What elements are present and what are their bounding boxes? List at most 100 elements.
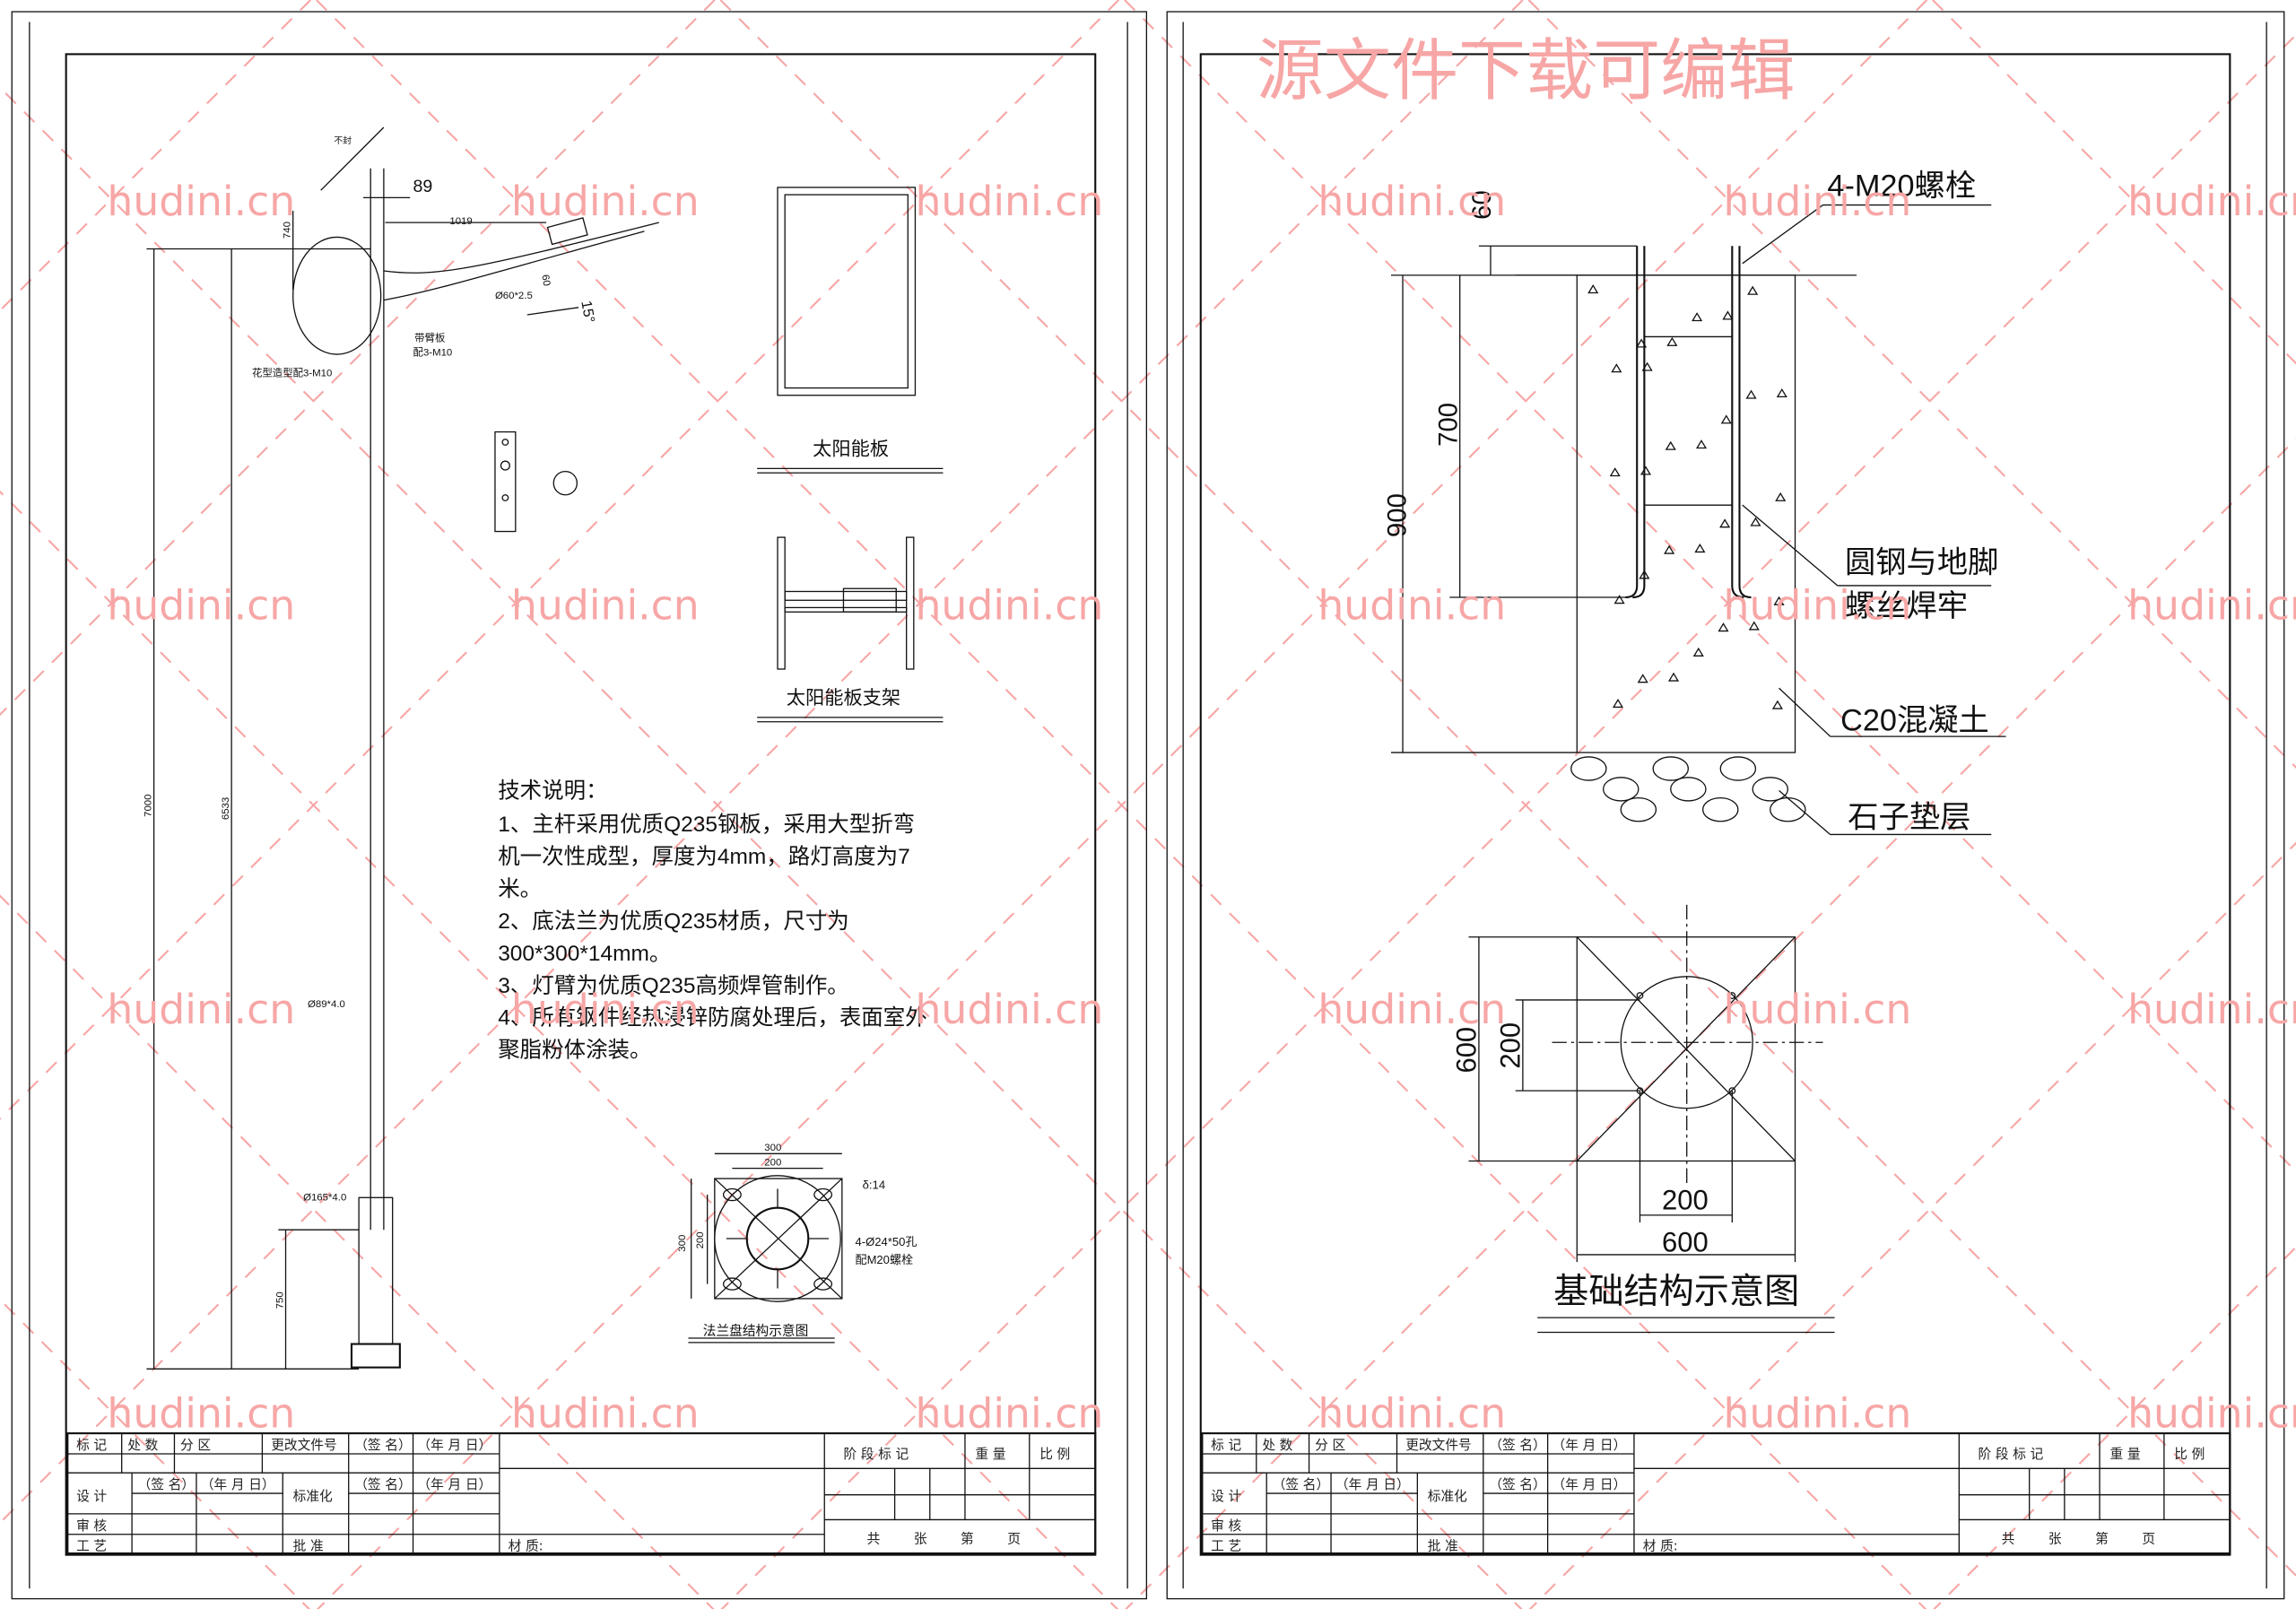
solar-bracket-label: 太阳能板支架 <box>787 687 900 709</box>
title-block-pages: 共 <box>867 1532 881 1547</box>
title-block-stage: 阶 段 标 记 <box>1979 1447 2044 1462</box>
title-block-sign: （签 名） <box>1273 1477 1329 1492</box>
gravel-stone <box>1603 777 1639 802</box>
left-sheet-frame <box>11 11 1148 1600</box>
concrete-mark <box>1771 700 1783 709</box>
title-block-sign: （签 名） <box>138 1477 195 1492</box>
watermark-line <box>0 894 715 1609</box>
title-block-pages: 张 <box>2048 1532 2062 1547</box>
title-block-date: （年 月 日） <box>1335 1477 1410 1492</box>
title-block-change-doc: 更改文件号 <box>271 1438 336 1453</box>
concrete-mark <box>1775 491 1787 501</box>
title-block-approve: 批 准 <box>293 1539 324 1554</box>
title-block-mark: 标 记 <box>1211 1438 1241 1453</box>
title-block-scale: 比 例 <box>2174 1447 2205 1462</box>
concrete-mark <box>1612 699 1624 709</box>
watermark-line <box>1125 438 2296 1609</box>
title-block-sign: （签 名） <box>354 1438 411 1453</box>
concrete-mark <box>1611 363 1622 373</box>
solar-panel-drawing <box>757 187 944 723</box>
clamp-parts <box>494 431 578 533</box>
title-block-right: 标 记处 数分 区更改文件号（签 名）（年 月 日）（签 名）（年 月 日）（签… <box>1201 1432 2231 1555</box>
watermark-text: hudini.cn <box>1318 986 1506 1033</box>
concrete-mark <box>1776 387 1787 398</box>
plan-dim-200-h: 200 <box>1662 1184 1709 1215</box>
solar-panel-label: 太阳能板 <box>813 439 889 460</box>
note-line: 4、所有钢件经热浸锌防腐处理后，表面室外 <box>498 1005 927 1031</box>
watermark-line <box>1124 0 2296 1173</box>
note-line: 2、底法兰为优质Q235材质，尺寸为 <box>498 909 849 934</box>
concrete-mark <box>1639 465 1652 475</box>
gravel-stone <box>1752 777 1789 802</box>
concrete-mark <box>1641 361 1653 371</box>
concrete-mark <box>1587 284 1599 294</box>
flange-dim-200-h: 200 <box>764 1157 781 1168</box>
watermark-text: hudini.cn <box>511 986 700 1033</box>
title-block-pages: 共 <box>2002 1532 2015 1547</box>
watermark-texts: hudini.cn hudini.cn hudini.cn hudini.cn hudi… <box>107 178 2296 1438</box>
watermark-text: hudini.cn <box>2127 582 2296 630</box>
title-block-stage: 阶 段 标 记 <box>843 1447 909 1462</box>
watermark-text: hudini.cn <box>511 582 700 630</box>
gravel-stone <box>1670 777 1707 802</box>
title-block-pages: 第 <box>961 1531 974 1547</box>
title-block-pages: 页 <box>1007 1532 1021 1547</box>
title-block-zone: 分 区 <box>1315 1438 1345 1453</box>
title-block-date: （年 月 日） <box>1552 1438 1627 1453</box>
dim-740: 740 <box>282 222 292 239</box>
watermark-text: hudini.cn <box>2127 178 2296 225</box>
upper-pipe-spec: Ø89*4.0 <box>308 999 345 1010</box>
dim-60: 60 <box>1467 190 1497 220</box>
flange-holes: 4-Ø24*50孔 <box>856 1235 918 1248</box>
concrete-mark <box>1750 517 1761 526</box>
concrete-mark <box>1722 310 1734 320</box>
title-block-standard: 标准化 <box>1428 1489 1467 1504</box>
note-line: 3、灯臂为优质Q235高频焊管制作。 <box>498 973 849 998</box>
plan-dim-600-h: 600 <box>1662 1227 1709 1258</box>
concrete-mark <box>1665 440 1676 450</box>
title-block-pages: 张 <box>914 1532 927 1547</box>
foundation-plan <box>1468 904 1835 1334</box>
concrete-mark <box>1664 544 1675 554</box>
title-block-zone: 分 区 <box>180 1438 211 1453</box>
watermark-line <box>0 0 312 312</box>
dim-6533: 6533 <box>221 797 231 820</box>
technical-notes: 技术说明： 1、主杆采用优质Q235钢板，采用大型折弯 机一次性成型，厚度为4m… <box>498 778 927 1063</box>
title-block-pages: 页 <box>2142 1532 2155 1547</box>
title-block-design: 设 计 <box>1211 1489 1241 1504</box>
concrete-mark <box>1637 674 1648 683</box>
title-block-date: （年 月 日） <box>201 1477 275 1492</box>
watermark-text: hudini.cn <box>1724 986 1912 1033</box>
gravel-stone <box>1570 756 1607 781</box>
dim-750: 750 <box>274 1292 285 1309</box>
dim-89: 89 <box>413 177 433 196</box>
weld-label-1: 圆钢与地脚 <box>1845 545 1998 579</box>
concrete-mark <box>1748 621 1760 631</box>
watermark-text: hudini.cn <box>915 1390 1103 1438</box>
watermark-line <box>1933 1246 2296 1609</box>
watermark-text: hudini.cn <box>915 582 1103 630</box>
watermark-text: hudini.cn <box>2127 986 2296 1033</box>
download-banner: 源文件下载可编辑 <box>1257 30 1796 109</box>
right-sheet-frame <box>1166 11 2285 1600</box>
notes-title: 技术说明： <box>498 778 607 804</box>
watermark-text: hudini.cn <box>1318 178 1506 225</box>
title-block-count: 处 数 <box>127 1438 158 1453</box>
flange-plan <box>688 1152 843 1344</box>
street-light-pole-elevation <box>146 126 659 1370</box>
watermark-line <box>1932 0 2296 365</box>
plan-dim-200-v: 200 <box>1495 1022 1526 1069</box>
cap-label: 不封 <box>334 135 352 146</box>
concrete-mark <box>1747 285 1759 295</box>
title-block-sign: （签 名） <box>1489 1438 1545 1453</box>
watermark-text: hudini.cn <box>915 986 1103 1033</box>
dim-900: 900 <box>1382 493 1412 537</box>
title-block-process: 工 艺 <box>1211 1539 1241 1554</box>
title-block-weight: 重 量 <box>2109 1447 2140 1462</box>
gravel-stone <box>1652 756 1690 781</box>
note-line: 聚脂粉体涂装。 <box>498 1038 651 1063</box>
flange-dim-300-h: 300 <box>764 1143 781 1153</box>
watermark-text: hudini.cn <box>511 1390 700 1438</box>
dim-7000: 7000 <box>143 795 153 817</box>
watermark-line <box>1527 0 2296 770</box>
